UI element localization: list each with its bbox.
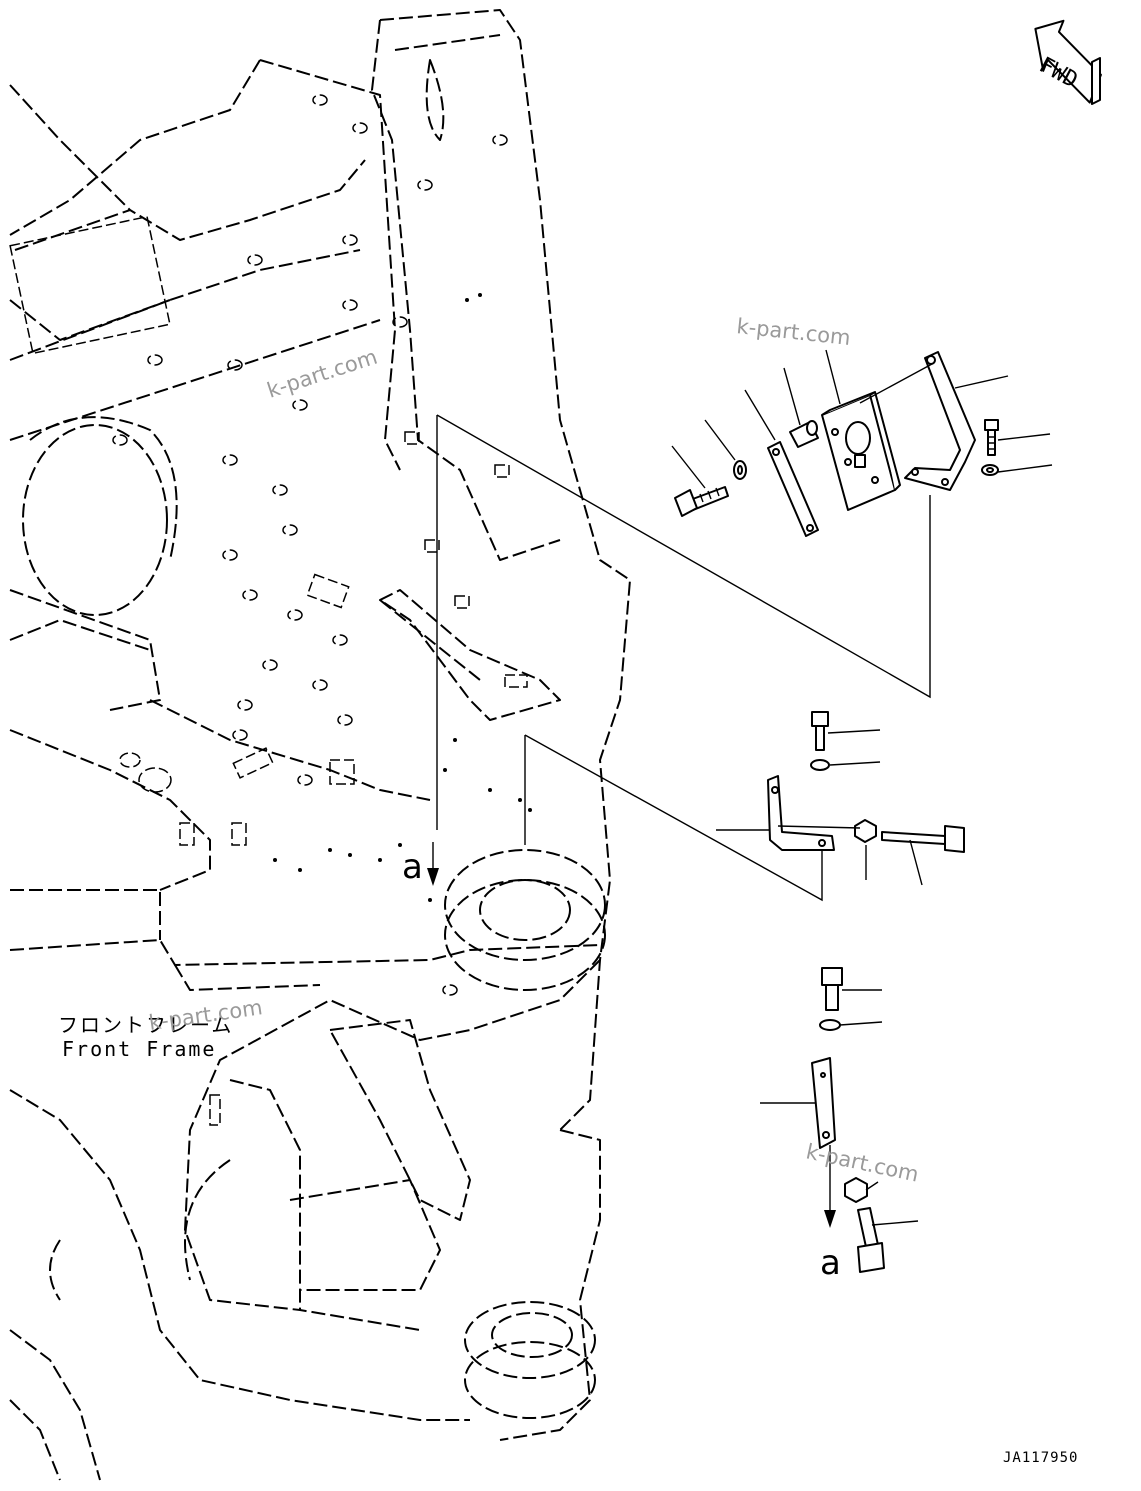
bolt-middle-long bbox=[881, 825, 965, 853]
l-bracket-middle bbox=[767, 775, 835, 851]
washer-lower bbox=[819, 1019, 841, 1031]
reference-arrow-down-lower-icon bbox=[824, 1210, 836, 1228]
reference-arrow-down-icon bbox=[427, 868, 439, 886]
fwd-direction-arrow: FWD bbox=[1034, 19, 1102, 105]
washer-upper bbox=[733, 460, 747, 480]
nut-lower bbox=[844, 1177, 868, 1203]
bolt-lower-vertical bbox=[821, 967, 843, 1011]
frame-bolt-bosses bbox=[112, 94, 528, 1126]
nut-middle bbox=[854, 819, 877, 843]
front-frame-outline bbox=[9, 9, 631, 1481]
pin-boss-ring bbox=[444, 849, 606, 991]
frame-label: フロントフレーム Front Frame bbox=[58, 1013, 233, 1061]
washer-upper-right bbox=[981, 464, 999, 476]
bolt-short-upper bbox=[984, 419, 999, 456]
bolt-long-upper bbox=[674, 486, 729, 517]
lower-pin-boss bbox=[464, 1301, 596, 1419]
frame-holes bbox=[273, 293, 532, 902]
drawing-number: JA117950 bbox=[1003, 1450, 1078, 1466]
reference-letter-a-lower: a bbox=[820, 1243, 841, 1283]
frame-label-english: Front Frame bbox=[62, 1037, 216, 1061]
clamp-block bbox=[821, 391, 901, 511]
reference-mark-frame: a bbox=[402, 842, 439, 887]
bolt-middle-vertical bbox=[811, 711, 829, 751]
reference-letter-a-frame: a bbox=[402, 847, 423, 887]
watermark-top: k-part.com bbox=[735, 314, 851, 350]
middle-bracket-assembly bbox=[716, 711, 965, 886]
upper-bracket-assembly bbox=[671, 349, 1053, 537]
frame-label-japanese: フロントフレーム bbox=[58, 1013, 233, 1037]
flat-strap bbox=[767, 441, 819, 537]
washer-middle bbox=[810, 759, 830, 771]
watermark-lower: k-part.com bbox=[804, 1139, 921, 1186]
watermark-frame: k-part.com bbox=[264, 345, 380, 403]
bolt-lower-long bbox=[857, 1207, 885, 1273]
vertical-bracket-lower bbox=[811, 1057, 836, 1149]
lower-bracket-assembly: a bbox=[760, 967, 919, 1283]
angle-bracket-upper bbox=[904, 351, 976, 491]
spacer-collar bbox=[789, 420, 819, 448]
frame-leader-lines bbox=[436, 414, 931, 902]
